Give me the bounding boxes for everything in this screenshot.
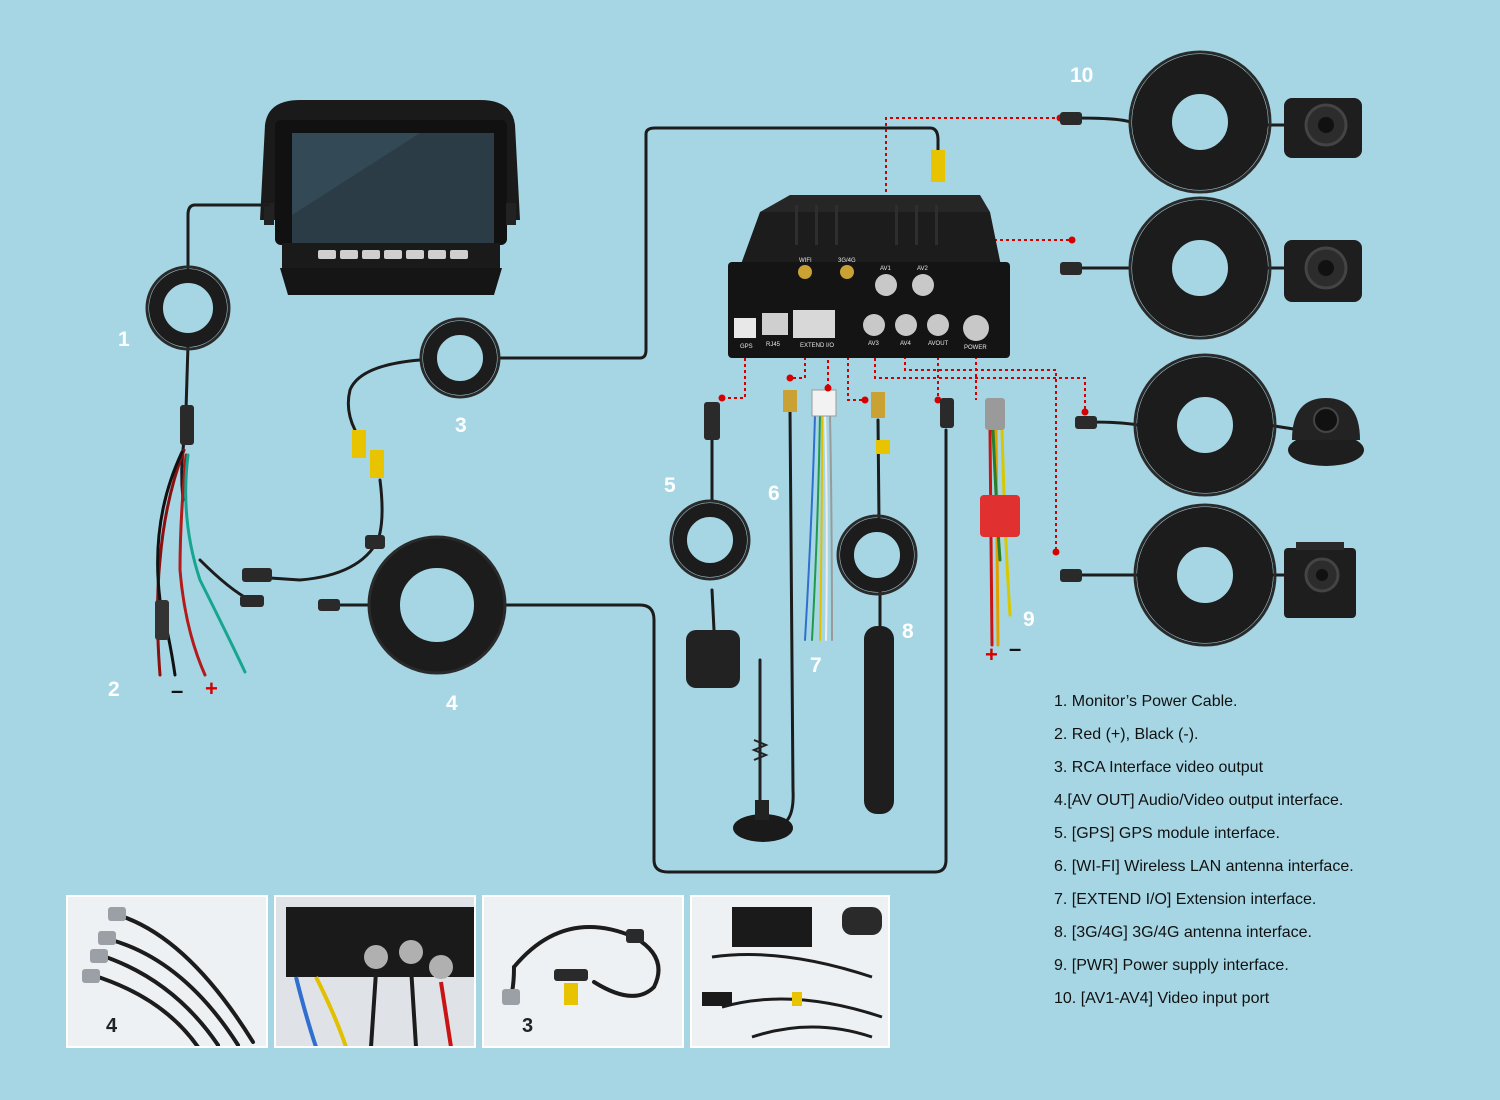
label-3: 3 [455, 414, 467, 437]
coil-av-out [367, 535, 507, 675]
legend-item: 10. [AV1-AV4] Video input port [1054, 990, 1270, 1007]
legend-item: 7. [EXTEND I/O] Extension interface. [1054, 891, 1317, 908]
camera-4 [1284, 542, 1356, 618]
port-label-av2: AV2 [917, 266, 929, 272]
port-label-av1: AV1 [880, 266, 892, 272]
photo-dvr-ports [274, 895, 476, 1048]
sma-connectors [783, 390, 885, 418]
port-label-avout: AVOUT [928, 341, 949, 347]
label-5: 5 [664, 474, 676, 497]
fuse-holder [980, 495, 1020, 537]
polarity-plus-9: + [985, 642, 998, 667]
legend-item: 5. [GPS] GPS module interface. [1054, 825, 1280, 842]
coil-camera-2 [1128, 196, 1272, 340]
camera-2 [1284, 240, 1362, 302]
label-1: 1 [118, 328, 130, 351]
polarity-minus-2: – [171, 678, 184, 703]
label-9: 9 [1023, 608, 1035, 631]
rca-plugs [352, 150, 945, 478]
3g4g-antenna [864, 626, 894, 814]
coil-camera-3 [1133, 353, 1277, 497]
port-label-av4: AV4 [900, 341, 912, 347]
power-plug [985, 398, 1005, 430]
port-label-rj45: RJ45 [766, 342, 781, 348]
legend-item: 3. RCA Interface video output [1054, 759, 1264, 776]
port-label-extend-io: EXTEND I/O [800, 343, 834, 349]
camera-3 [1288, 398, 1364, 466]
leader-dots [718, 114, 1089, 556]
camera-1 [1284, 98, 1362, 158]
port-label-wifi: WIFI [799, 258, 812, 264]
mobile-dvr [728, 195, 1010, 358]
legend-item: 4.[AV OUT] Audio/Video output interface. [1054, 792, 1344, 809]
photo-av-cables: 4 [66, 895, 268, 1048]
connectors [155, 112, 1097, 640]
polarity-minus-9: – [1009, 636, 1022, 661]
gps-module [686, 630, 740, 688]
label-6: 6 [768, 482, 780, 505]
coil-gps [669, 499, 751, 581]
extend-io-wires [804, 414, 833, 641]
photo-system-overview [690, 895, 890, 1048]
photo-label-3: 3 [522, 1015, 534, 1037]
power-supply-wires [988, 428, 1012, 647]
label-7: 7 [810, 654, 822, 677]
label-4: 4 [446, 692, 458, 715]
legend: 1. Monitor’s Power Cable. 2. Red (+), Bl… [1054, 693, 1354, 1023]
port-label-gps: GPS [740, 344, 753, 350]
legend-item: 2. Red (+), Black (-). [1054, 726, 1199, 743]
port-label-av3: AV3 [868, 341, 880, 347]
photo-rca-adapter: 3 [482, 895, 684, 1048]
coil-monitor-power [145, 265, 231, 351]
label-10: 10 [1070, 64, 1094, 87]
label-2: 2 [108, 678, 120, 701]
coil-3g4g [836, 514, 918, 596]
label-8: 8 [902, 620, 914, 643]
coil-camera-1 [1128, 50, 1272, 194]
polarity-plus-2: + [205, 676, 218, 701]
monitor [260, 100, 520, 295]
legend-item: 1. Monitor’s Power Cable. [1054, 693, 1238, 710]
legend-item: 8. [3G/4G] 3G/4G antenna interface. [1054, 924, 1312, 941]
wifi-antenna [733, 660, 793, 842]
coil-camera-4 [1133, 503, 1277, 647]
legend-item: 6. [WI-FI] Wireless LAN antenna interfac… [1054, 858, 1354, 875]
coil-rca-output [419, 317, 501, 399]
extend-io-plug [811, 389, 837, 417]
legend-item: 9. [PWR] Power supply interface. [1054, 957, 1289, 974]
port-label-3g4g: 3G/4G [838, 258, 856, 264]
port-label-power: POWER [964, 345, 987, 351]
photo-label-4: 4 [106, 1015, 118, 1037]
